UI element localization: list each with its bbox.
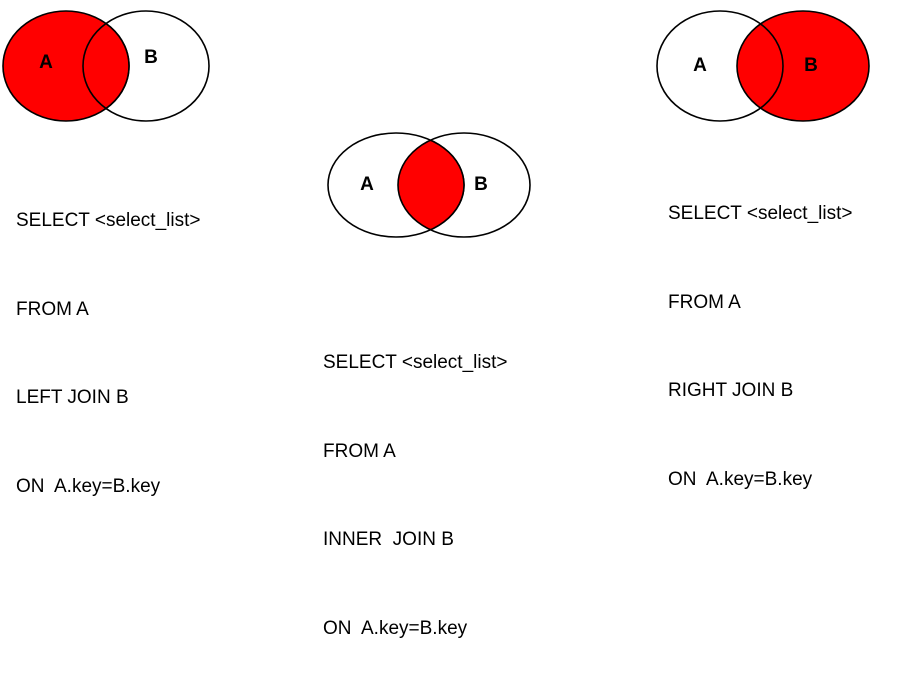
set-a-circle xyxy=(656,10,784,122)
sql-join-line: INNER JOIN B xyxy=(323,529,454,550)
sql-from-line: FROM A xyxy=(16,298,89,320)
sql-from-line: FROM A xyxy=(323,440,396,462)
sql-select-line: SELECT <select_list> xyxy=(16,210,201,231)
sql-select-line: SELECT <select_list> xyxy=(323,352,508,373)
sql-on-line: ON A.key=B.key xyxy=(323,617,468,639)
set-a-label: A xyxy=(693,55,707,76)
set-a-label: A xyxy=(360,174,374,195)
sql-join-line: RIGHT JOIN B xyxy=(668,380,794,401)
set-b-label: B xyxy=(144,47,158,68)
intersection-region xyxy=(398,133,465,237)
sql-join-line: LEFT JOIN B xyxy=(16,387,129,408)
inner-join-sql: SELECT <select_list> FROM A INNER JOIN B… xyxy=(323,289,507,673)
sql-on-line: ON A.key=B.key xyxy=(668,468,813,490)
right-join-sql: SELECT <select_list> FROM A RIGHT JOIN B… xyxy=(668,140,852,524)
set-a-label: A xyxy=(39,52,53,73)
venn-inner-join: A B xyxy=(327,132,531,238)
set-b-label: B xyxy=(804,55,818,76)
set-b-circle xyxy=(397,132,531,238)
venn-right-join: A B xyxy=(656,10,870,122)
set-b-circle xyxy=(82,10,210,122)
sql-from-line: FROM A xyxy=(668,291,741,313)
set-b-circle xyxy=(736,10,870,122)
venn-left-join: A B xyxy=(2,10,210,122)
venn-canvas: A B A B A B xyxy=(2,10,870,238)
sql-on-line: ON A.key=B.key xyxy=(16,475,161,497)
intersection-region xyxy=(83,11,130,121)
sql-select-line: SELECT <select_list> xyxy=(668,203,853,224)
left-join-sql: SELECT <select_list> FROM A LEFT JOIN B … xyxy=(16,147,200,531)
set-b-label: B xyxy=(474,174,488,195)
